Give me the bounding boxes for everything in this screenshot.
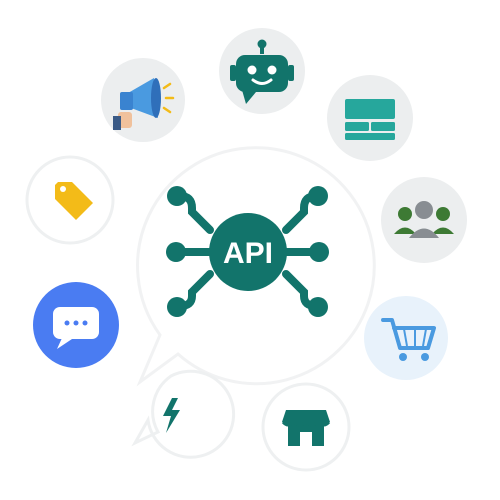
chat-bubble-icon [33,282,119,368]
lightning-icon [131,369,236,459]
chatbot-icon [219,28,305,114]
megaphone-icon [101,58,185,142]
layout-grid-icon [327,75,413,161]
shopping-cart-icon [364,296,448,380]
api-label: API [223,237,273,270]
api-network-icon: API [166,186,329,317]
users-group-icon [381,177,467,263]
price-tag-icon [25,155,115,245]
storefront-icon [261,382,351,472]
